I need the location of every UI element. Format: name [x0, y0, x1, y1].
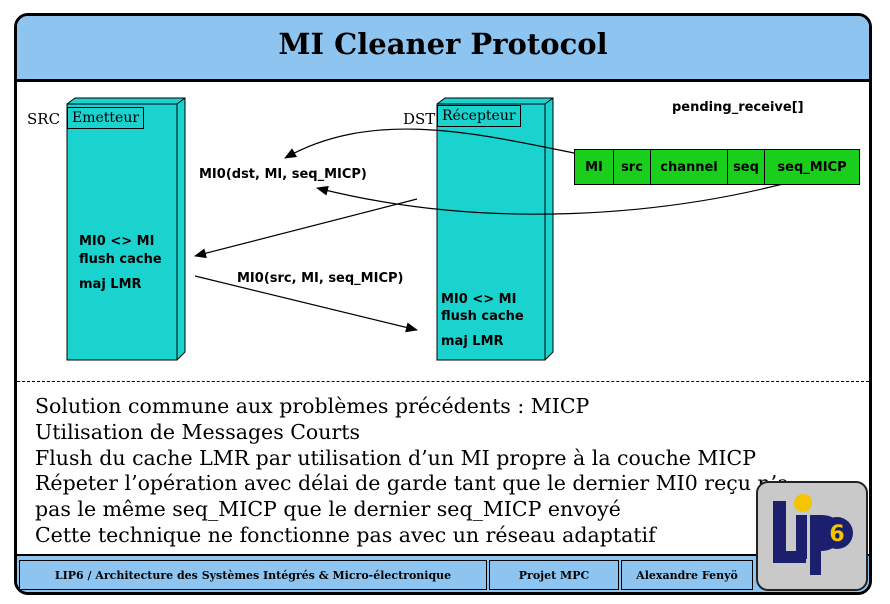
emetteur-tag: Emetteur [67, 107, 145, 129]
bullet-line: pas le même seq_MICP que le dernier seq_… [35, 497, 621, 522]
arrow-seqmicp-to-label [316, 178, 803, 215]
dst-box-body [436, 103, 546, 361]
lip6-logo: 6 [756, 481, 868, 591]
src-box-body [66, 103, 178, 361]
arrow-mi-to-label [284, 128, 590, 159]
pending-cell-seq-micp: seq_MICP [777, 159, 847, 175]
pending-cell-mi: MI [575, 150, 614, 184]
bullet-list: Solution commune aux problèmes précédent… [35, 394, 789, 549]
pending-receive-table: MI src channel seq seq_MICP [574, 149, 860, 185]
recepteur-tag: Récepteur [437, 105, 521, 127]
dst-line-1: MI0 <> MI [441, 292, 517, 307]
arrow-dst-to-src [194, 198, 418, 259]
pending-cell-seq: seq [728, 150, 765, 184]
dst-label: DST [403, 110, 436, 128]
lip6-logo-svg: 6 [773, 494, 853, 575]
title-bar: MI Cleaner Protocol [17, 16, 869, 82]
section-divider [17, 381, 869, 382]
src-box-edge [176, 97, 186, 105]
src-line-1: MI0 <> MI [79, 234, 155, 249]
message-to-src: MI0(dst, MI, seq_MICP) [199, 167, 367, 182]
src-line-2: flush cache [79, 252, 162, 267]
dst-box-edge [544, 97, 554, 105]
logo-six: 6 [829, 522, 844, 547]
footer-lab: LIP6 / Architecture des Systèmes Intégré… [19, 560, 487, 590]
bullet-line: Flush du cache LMR par utilisation d’un … [35, 445, 756, 470]
pending-cell-src: src [614, 150, 651, 184]
pending-cell-channel: channel [651, 150, 728, 184]
bullet-line: Solution commune aux problèmes précédent… [35, 394, 590, 418]
slide-frame: MI Cleaner Protocol SRC Emetteur MI0 <> … [14, 13, 872, 595]
footer-bar: LIP6 / Architecture des Systèmes Intégré… [17, 554, 869, 592]
pending-label: pending_receive[] [672, 100, 804, 115]
footer-project: Projet MPC [489, 560, 619, 590]
bullet-line: Cette technique ne fonctionne pas avec u… [35, 522, 656, 547]
src-label: SRC [27, 110, 61, 128]
dst-line-3: maj LMR [441, 334, 504, 349]
diagram-svg [66, 97, 803, 361]
footer-author: Alexandre Fenyö [621, 560, 753, 590]
bullet-line: Utilisation de Messages Courts [35, 419, 361, 444]
arrow-src-to-dst [194, 275, 418, 333]
bullet-line: Répeter l’opération avec délai de garde … [35, 471, 790, 496]
dst-line-2: flush cache [441, 309, 524, 324]
message-to-dst: MI0(src, MI, seq_MICP) [237, 271, 404, 286]
slide-title: MI Cleaner Protocol [278, 27, 608, 61]
src-line-3: maj LMR [79, 277, 142, 292]
